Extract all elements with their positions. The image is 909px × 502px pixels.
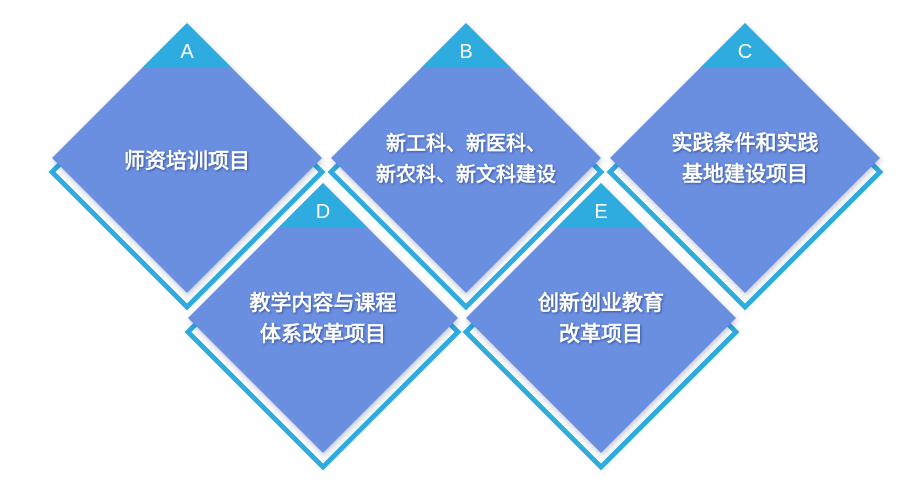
card-e-tab (556, 183, 646, 228)
card-d-line-2: 体系改革项目 (260, 322, 386, 346)
card-d-label: 教学内容与课程 体系改革项目 (208, 288, 438, 350)
card-c-letter: C (738, 41, 752, 63)
card-b-letter: B (459, 41, 472, 63)
card-b-diamond (331, 23, 601, 293)
card-a-tab (142, 23, 232, 68)
card-b-label: 新工科、新医科、 新农科、新文科建设 (351, 128, 581, 190)
card-d-tab (278, 183, 368, 228)
card-c-line-2: 基地建设项目 (682, 162, 808, 186)
card-e-line-1: 创新创业教育 (538, 291, 664, 315)
card-e: E (462, 183, 740, 471)
card-b-line-1: 新工科、新医科、 (386, 131, 546, 155)
card-a: A (48, 23, 326, 311)
card-d: D (184, 183, 462, 471)
card-e-diamond (466, 183, 736, 453)
card-a-line-1: 师资培训项目 (124, 149, 250, 173)
card-a-diamond (52, 23, 322, 293)
card-c-diamond (610, 23, 880, 293)
card-d-letter: D (316, 201, 330, 223)
card-e-label: 创新创业教育 改革项目 (486, 288, 716, 350)
card-c-line-1: 实践条件和实践 (671, 131, 819, 155)
card-e-letter: E (594, 201, 607, 223)
card-b-line-2: 新农科、新文科建设 (376, 162, 556, 186)
card-b: B (327, 23, 605, 311)
card-c-label: 实践条件和实践 基地建设项目 (630, 128, 860, 190)
card-a-letter: A (180, 41, 194, 63)
card-a-label: 师资培训项目 (72, 146, 302, 177)
card-b-tab (421, 23, 511, 68)
card-e-line-2: 改革项目 (559, 322, 643, 346)
card-c-tab (700, 23, 790, 68)
card-d-diamond (188, 183, 458, 453)
card-d-line-1: 教学内容与课程 (249, 291, 397, 315)
card-c: C (606, 23, 884, 311)
